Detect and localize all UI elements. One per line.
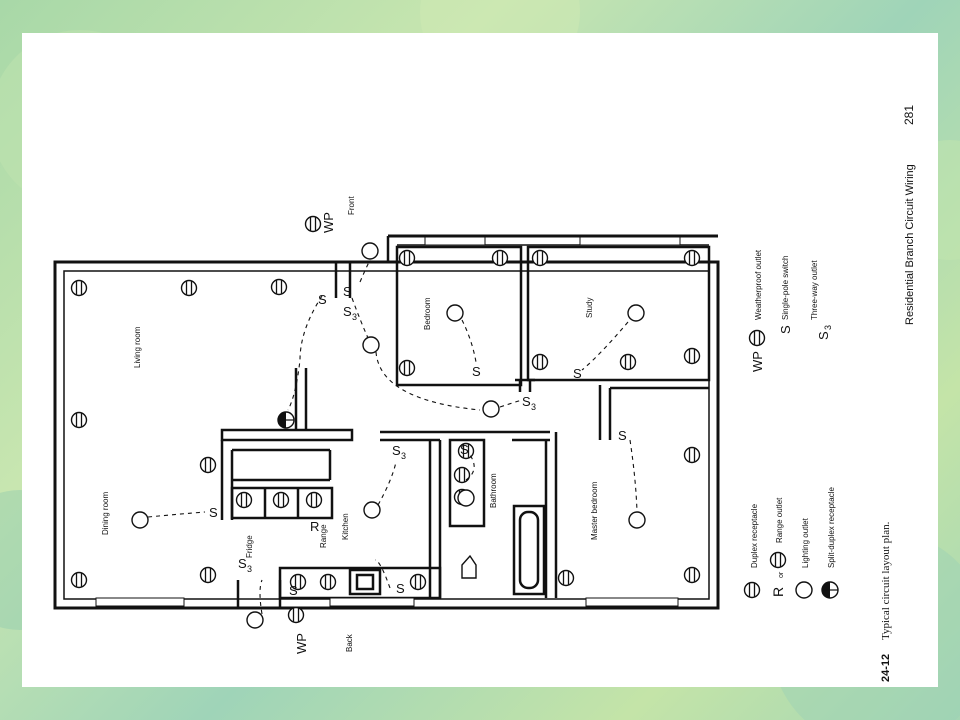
walls xyxy=(53,234,720,610)
svg-text:S: S xyxy=(618,428,627,443)
svg-text:S: S xyxy=(289,583,298,598)
svg-text:Range outlet: Range outlet xyxy=(775,497,784,543)
svg-text:R: R xyxy=(310,519,319,534)
svg-text:or: or xyxy=(778,571,785,578)
svg-text:3: 3 xyxy=(247,564,252,574)
svg-text:Lighting outlet: Lighting outlet xyxy=(801,517,810,568)
svg-text:S: S xyxy=(778,325,793,334)
svg-text:Split-duplex receptacle: Split-duplex receptacle xyxy=(827,487,836,568)
figure-caption: Typical circuit layout plan. xyxy=(880,521,892,640)
svg-text:3: 3 xyxy=(401,451,406,461)
svg-text:Dining room: Dining room xyxy=(101,492,110,535)
svg-text:Duplex receptacle: Duplex receptacle xyxy=(750,503,759,568)
svg-text:Bathroom: Bathroom xyxy=(489,473,498,508)
toilet-fixture xyxy=(461,554,477,579)
running-head: Residential Branch Circuit Wiring xyxy=(904,164,916,325)
duplex-receptacles xyxy=(70,215,701,624)
svg-text:S: S xyxy=(209,505,218,520)
svg-text:Weatherproof outlet: Weatherproof outlet xyxy=(754,249,763,320)
svg-text:S: S xyxy=(460,442,469,457)
svg-text:WP: WP xyxy=(750,351,765,372)
wp-label-back: WP xyxy=(294,633,309,654)
svg-text:Back: Back xyxy=(345,633,354,652)
svg-text:Living room: Living room xyxy=(133,326,142,368)
svg-text:S: S xyxy=(343,304,352,319)
room-labels: Living room Dining room Kitchen Bedroom … xyxy=(101,196,599,652)
svg-text:S: S xyxy=(396,581,405,596)
svg-text:S: S xyxy=(392,443,401,458)
page-number: 281 xyxy=(902,105,916,125)
svg-text:S: S xyxy=(238,556,247,571)
svg-text:Kitchen: Kitchen xyxy=(341,513,350,540)
svg-text:S: S xyxy=(522,394,531,409)
svg-text:3: 3 xyxy=(823,325,833,330)
svg-text:Master bedroom: Master bedroom xyxy=(590,481,599,540)
svg-text:Fridge: Fridge xyxy=(245,535,254,558)
svg-text:Range: Range xyxy=(319,524,328,548)
svg-text:R: R xyxy=(770,587,786,597)
svg-text:S: S xyxy=(573,366,582,381)
svg-text:Front: Front xyxy=(347,196,356,215)
svg-text:3: 3 xyxy=(531,402,536,412)
wp-label-front: WP xyxy=(321,212,336,233)
svg-text:3: 3 xyxy=(352,312,357,322)
svg-text:S: S xyxy=(318,292,327,307)
windows xyxy=(95,236,681,607)
svg-text:Bedroom: Bedroom xyxy=(423,297,432,330)
svg-text:Three-way outlet: Three-way outlet xyxy=(810,260,819,320)
svg-text:S: S xyxy=(816,331,831,340)
floor-plan-diagram: S S S3 S S3 S S S3 S S3 S S S R Living r… xyxy=(53,105,916,682)
svg-text:Single-pole switch: Single-pole switch xyxy=(781,256,790,320)
circuit-runs xyxy=(147,259,638,615)
legend: Duplex receptacle R or Range outlet Ligh… xyxy=(743,249,839,599)
svg-text:Study: Study xyxy=(585,298,594,318)
svg-text:S: S xyxy=(343,284,352,299)
figure-number: 24-12 xyxy=(880,654,892,682)
svg-text:S: S xyxy=(472,364,481,379)
split-duplex-receptacle xyxy=(277,411,295,429)
